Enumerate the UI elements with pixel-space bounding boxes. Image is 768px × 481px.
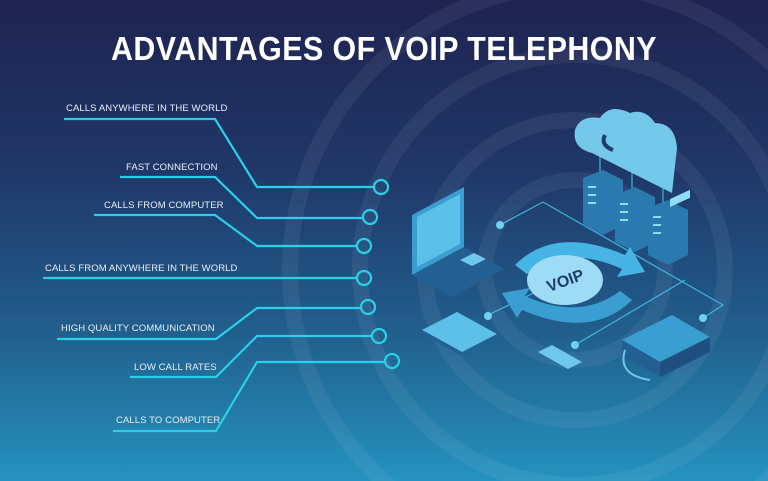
connector-node-4: [355, 269, 373, 287]
connector-node-5: [359, 298, 377, 316]
connector-node-3: [355, 237, 373, 255]
laptop-icon: [412, 187, 504, 297]
advantage-label: CALLS FROM ANYWHERE IN THE WORLD: [45, 263, 238, 274]
connector-line-3: [94, 213, 357, 248]
desk-phone-icon: [622, 189, 710, 381]
connector-node-6: [370, 327, 388, 345]
cloud-phone-icon: [574, 109, 677, 193]
connector-node-2: [361, 208, 379, 226]
connector-node-1: [372, 178, 390, 196]
connector-node-7: [383, 352, 401, 370]
advantage-label: HIGH QUALITY COMMUNICATION: [61, 323, 215, 334]
advantage-label: CALLS FROM COMPUTER: [104, 200, 224, 211]
advantage-label: CALLS TO COMPUTER: [116, 415, 221, 426]
connector-line-6: [130, 334, 372, 379]
connector-line-2: [120, 175, 363, 220]
smartphone-icon: [538, 345, 582, 369]
connector-line-5: [57, 306, 361, 341]
advantage-label: FAST CONNECTION: [126, 162, 218, 173]
page-title: ADVANTAGES OF VOIP TELEPHONY: [111, 30, 657, 67]
server-icon: [583, 170, 688, 265]
advantage-label: LOW CALL RATES: [134, 362, 217, 373]
advantage-label: CALLS ANYWHERE IN THE WORLD: [66, 103, 228, 114]
connector-line-7: [113, 360, 385, 433]
connector-line-1: [64, 117, 374, 189]
voip-hub: VOIP: [502, 242, 645, 323]
voip-illustration: VOIP: [412, 109, 725, 381]
tablet-icon: [422, 312, 497, 356]
